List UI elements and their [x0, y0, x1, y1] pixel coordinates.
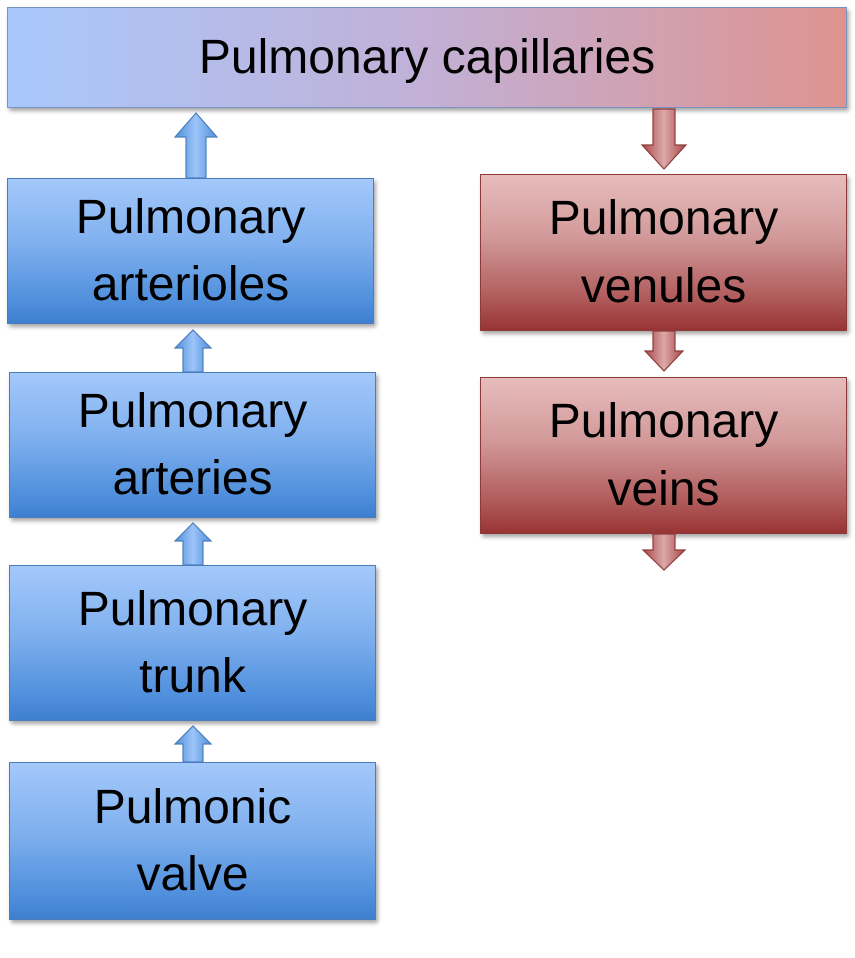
- pulmonary-arteries-label: Pulmonary arteries: [77, 384, 308, 505]
- arrow-down-veins-outflow: [641, 533, 687, 571]
- pulmonary-venules-label: Pulmonary venules: [548, 192, 779, 313]
- pulmonary-arterioles-box: Pulmonary arterioles: [7, 178, 374, 324]
- arrow-down-venules-to-veins: [643, 330, 685, 372]
- pulmonic-valve-label: Pulmonic valve: [93, 780, 292, 901]
- pulmonary-arteries-box: Pulmonary arteries: [9, 372, 376, 518]
- pulmonary-veins-label: Pulmonary veins: [548, 395, 779, 516]
- arrow-up-trunk-to-arteries: [173, 522, 213, 566]
- pulmonary-trunk-label: Pulmonary trunk: [77, 582, 308, 703]
- pulmonary-trunk-box: Pulmonary trunk: [9, 565, 376, 721]
- pulmonary-venules-box: Pulmonary venules: [480, 174, 847, 331]
- arrow-up-arterioles-to-capillaries: [173, 112, 219, 179]
- pulmonic-valve-box: Pulmonic valve: [9, 762, 376, 920]
- pulmonary-veins-box: Pulmonary veins: [480, 377, 847, 534]
- pulmonary-capillaries-box: Pulmonary capillaries: [7, 7, 847, 108]
- arrow-up-valve-to-trunk: [173, 725, 213, 763]
- arrow-up-arteries-to-arterioles: [173, 329, 213, 373]
- pulmonary-arterioles-label: Pulmonary arterioles: [75, 190, 306, 311]
- arrow-down-capillaries-to-venules: [640, 108, 688, 170]
- pulmonary-capillaries-label: Pulmonary capillaries: [198, 30, 656, 84]
